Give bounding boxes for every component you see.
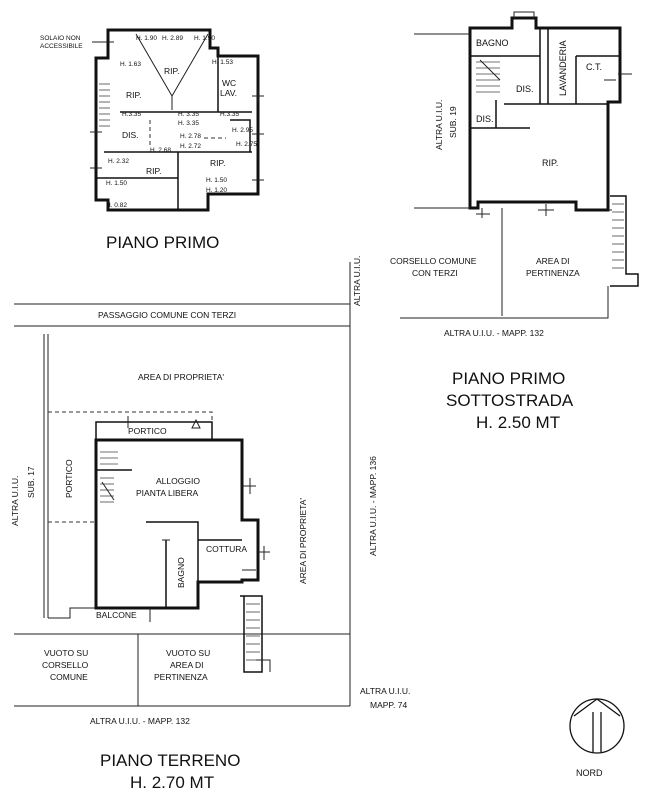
- room-label: DIS.: [516, 84, 534, 94]
- height-label: H. 0.82: [106, 202, 127, 209]
- side-label: SUB. 19: [448, 106, 458, 138]
- room-label: DIS.: [122, 130, 139, 140]
- room-label: BAGNO: [476, 38, 509, 48]
- height-label: H. 2.75: [236, 141, 257, 148]
- mapp74-label: ALTRA U.I.U.: [360, 686, 410, 696]
- alloggio-label: ALLOGGIO: [156, 476, 200, 486]
- bottom-label: ALTRA U.I.U. - MAPP. 132: [444, 328, 544, 338]
- piano-primo-plan: SOLAIO NON ACCESSIBILE H. 1.90 H. 2.89 H…: [40, 28, 264, 252]
- vuoto-area-label: PERTINENZA: [154, 672, 208, 682]
- vuoto-corsello-label: VUOTO SU: [44, 648, 88, 658]
- alloggio-label: PIANTA LIBERA: [136, 488, 199, 498]
- height-label: H. 1.90: [194, 35, 215, 42]
- left-label: ALTRA U.I.U.: [10, 476, 20, 526]
- room-label: RIP.: [146, 166, 161, 176]
- corsello-label: CORSELLO COMUNE: [390, 256, 477, 266]
- height-label: H. 1.50: [106, 180, 127, 187]
- north-label: NORD: [576, 768, 603, 778]
- sottostrada-title-2: SOTTOSTRADA: [446, 391, 574, 410]
- vuoto-area-label: VUOTO SU: [166, 648, 210, 658]
- height-label: H. 2.68: [150, 147, 171, 154]
- piano-primo-title: PIANO PRIMO: [106, 233, 219, 252]
- bottom-label: ALTRA U.I.U. - MAPP. 132: [90, 716, 190, 726]
- height-label: H. 3.35: [178, 120, 199, 127]
- room-label: C.T.: [586, 62, 602, 72]
- piano-sottostrada-plan: BAGNO LAVANDERIA C.T. DIS. DIS. RIP. ALT…: [390, 11, 639, 432]
- height-label: H.3.35: [122, 111, 142, 118]
- sottostrada-title-1: PIANO PRIMO: [452, 369, 565, 388]
- room-label: RIP.: [126, 90, 141, 100]
- area-proprieta-label: AREA DI PROPRIETA': [138, 372, 224, 382]
- vuoto-corsello-label: COMUNE: [50, 672, 88, 682]
- height-label: H. 2.78: [180, 133, 201, 140]
- terreno-title-2: H. 2.70 MT: [130, 773, 214, 792]
- height-label: H. 1.53: [212, 59, 233, 66]
- room-label: WC: [222, 78, 236, 88]
- bagno-label: BAGNO: [176, 557, 186, 588]
- height-label: H. 1.50: [206, 177, 227, 184]
- sottostrada-title-3: H. 2.50 MT: [476, 413, 560, 432]
- room-label: RIP.: [164, 66, 179, 76]
- height-label: H. 2.32: [108, 158, 129, 165]
- height-label: H. 3.35: [178, 111, 199, 118]
- side-label: ALTRA U.I.U.: [434, 100, 444, 150]
- room-label: DIS.: [476, 114, 494, 124]
- top-right-label: ALTRA U.I.U.: [352, 256, 362, 306]
- height-label: H. 1.90: [136, 35, 157, 42]
- height-label: H. 2.72: [180, 143, 201, 150]
- height-label: H.3.35: [220, 111, 240, 118]
- note-line-2: ACCESSIBILE: [40, 43, 83, 50]
- north-arrow-icon: NORD: [569, 698, 625, 778]
- height-label: H. 1.20: [206, 187, 227, 194]
- vuoto-area-label: AREA DI: [170, 660, 204, 670]
- height-label: H. 2.89: [162, 35, 183, 42]
- right-label: ALTRA U.I.U. - MAPP. 136: [368, 456, 378, 556]
- left-label: SUB. 17: [26, 466, 36, 498]
- room-label: RIP.: [542, 158, 558, 168]
- room-label: LAVANDERIA: [558, 40, 568, 96]
- mapp74-label: MAPP. 74: [370, 700, 407, 710]
- note-line-1: SOLAIO NON: [40, 35, 81, 42]
- area-label: AREA DI: [536, 256, 570, 266]
- portico-top-label: PORTICO: [128, 426, 167, 436]
- vuoto-corsello-label: CORSELLO: [42, 660, 89, 670]
- room-label: LAV.: [220, 88, 237, 98]
- height-label: H. 1.63: [120, 61, 141, 68]
- piano-terreno-plan: ALTRA U.I.U. PASSAGGIO COMUNE CON TERZI …: [10, 256, 410, 792]
- passaggio-label: PASSAGGIO COMUNE CON TERZI: [98, 310, 236, 320]
- area-label: PERTINENZA: [526, 268, 580, 278]
- balcone-label: BALCONE: [96, 610, 137, 620]
- cottura-label: COTTURA: [206, 544, 247, 554]
- portico-left-label: PORTICO: [64, 459, 74, 498]
- height-label: H. 2.95: [232, 127, 253, 134]
- corsello-label: CON TERZI: [412, 268, 458, 278]
- terreno-title-1: PIANO TERRENO: [100, 751, 240, 770]
- area-proprieta-right-label: AREA DI PROPRIETA': [298, 498, 308, 584]
- room-label: RIP.: [210, 158, 225, 168]
